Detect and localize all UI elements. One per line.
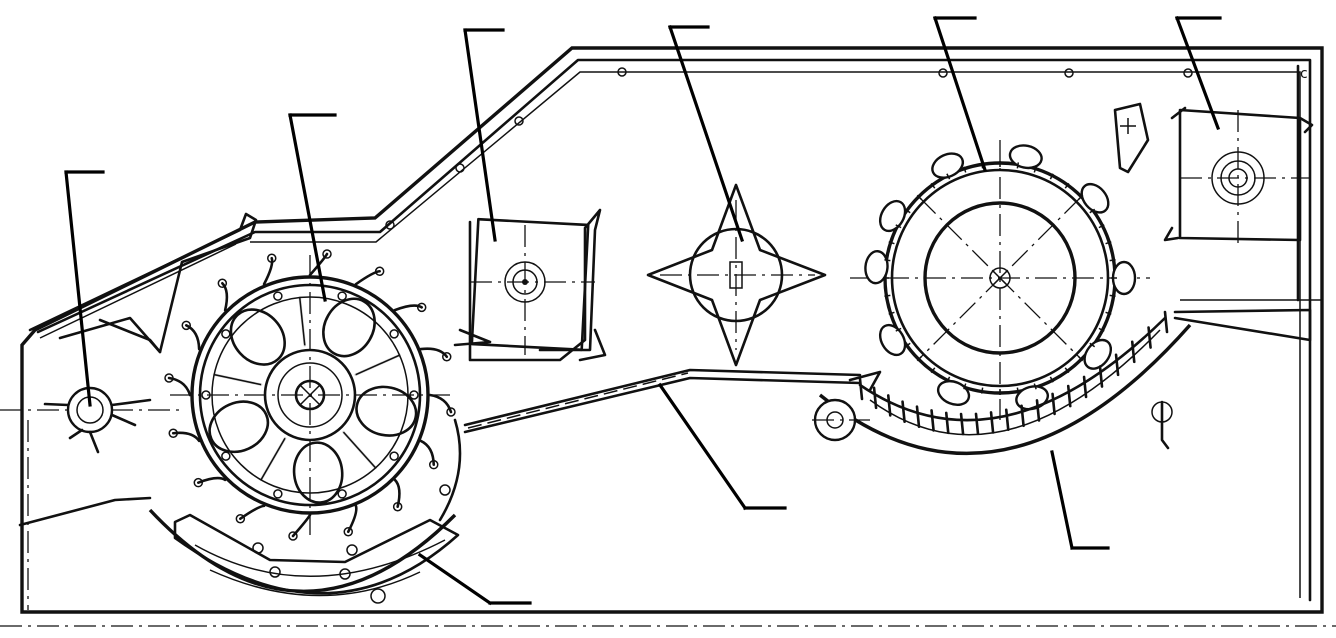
- upper-beater-right: [1163, 106, 1314, 245]
- drum-tooth: [171, 431, 201, 443]
- rasp-knob: [864, 250, 889, 285]
- drum-bolt: [273, 291, 283, 301]
- concave-bar: [1082, 375, 1088, 399]
- drum-bolt: [389, 329, 399, 339]
- upper-beater-left: [453, 208, 607, 362]
- concave-bar: [1098, 365, 1104, 388]
- concave-bar: [858, 377, 864, 401]
- concave-bar: [1020, 404, 1025, 428]
- drum-tooth: [221, 281, 229, 312]
- drum-tooth: [167, 376, 192, 397]
- leader-upper-beater-right: [1174, 15, 1222, 131]
- separating-drum: [850, 140, 1150, 420]
- left-shaft: [43, 386, 152, 454]
- drum-tooth: [393, 478, 401, 509]
- concave-bar: [1004, 408, 1010, 432]
- drum-bolt: [221, 329, 231, 339]
- drum-window: [322, 297, 376, 358]
- leader-separating-drum: [932, 15, 988, 173]
- leader-rear-concave: [1050, 450, 1110, 550]
- drum-window: [229, 308, 286, 366]
- front-concave: [148, 484, 460, 604]
- concave-bar: [1051, 392, 1056, 416]
- concave-bar: [915, 405, 921, 429]
- concave-bar: [974, 412, 980, 436]
- leader-lines: [64, 15, 1222, 606]
- drum-tooth: [428, 393, 453, 414]
- rasp-knob: [1008, 144, 1043, 170]
- leader-left-shaft: [64, 170, 105, 407]
- drum-tooth: [196, 476, 227, 484]
- leader-upper-beater-left: [463, 28, 505, 242]
- rasp-knob: [936, 379, 971, 407]
- rasp-knob: [1080, 182, 1110, 214]
- drum-bolt: [389, 451, 399, 461]
- concave-bar: [930, 409, 935, 432]
- leader-threshing-drum: [288, 113, 337, 302]
- concave-bar: [1147, 326, 1152, 349]
- leader-front-concave: [417, 552, 532, 606]
- concave-bar: [1130, 340, 1136, 364]
- concave-bar: [944, 411, 950, 435]
- drum-window: [355, 385, 418, 437]
- drum-bolt: [201, 390, 211, 400]
- rasp-knob: [878, 323, 907, 357]
- machine-housing: c: [18, 46, 1324, 614]
- drum-bolt: [273, 489, 283, 499]
- drum-tooth: [354, 269, 381, 286]
- drum-bolt: [337, 489, 347, 499]
- concave-bar: [901, 400, 906, 424]
- drum-tooth: [393, 304, 424, 312]
- drum-tooth: [419, 347, 449, 359]
- star-beater: [646, 183, 827, 367]
- threshing-drum: [164, 249, 456, 541]
- drum-tooth: [184, 324, 201, 351]
- concave-bar: [1114, 353, 1120, 377]
- rasp-knob: [1083, 338, 1113, 370]
- drum-window: [208, 400, 270, 454]
- drum-tooth: [262, 256, 274, 286]
- concave-bar: [959, 412, 965, 436]
- drum-bolt: [221, 451, 231, 461]
- feeder-plates: [28, 212, 258, 354]
- concave-bar: [872, 386, 878, 410]
- drum-bolt: [337, 291, 347, 301]
- concave-bar: [1066, 384, 1072, 408]
- corner-mark: c: [1300, 66, 1308, 82]
- rear-concave: [812, 310, 1192, 456]
- drum-tooth: [419, 439, 436, 466]
- drum-bolt: [409, 390, 419, 400]
- leader-star-beater: [667, 24, 745, 243]
- concave-bar: [1163, 310, 1169, 334]
- concave-bar: [1035, 399, 1041, 422]
- adjustment-plate: [1113, 102, 1150, 174]
- concave-bar: [886, 394, 892, 417]
- concave-bar: [989, 411, 995, 434]
- leader-grain-pan: [657, 382, 787, 511]
- rasp-knob: [878, 199, 907, 233]
- drum-tooth: [308, 252, 329, 277]
- rasp-knob: [931, 152, 965, 179]
- drum-window: [292, 441, 344, 504]
- grain-pan: [438, 368, 862, 522]
- frame-bolt-holes: [385, 67, 1193, 230]
